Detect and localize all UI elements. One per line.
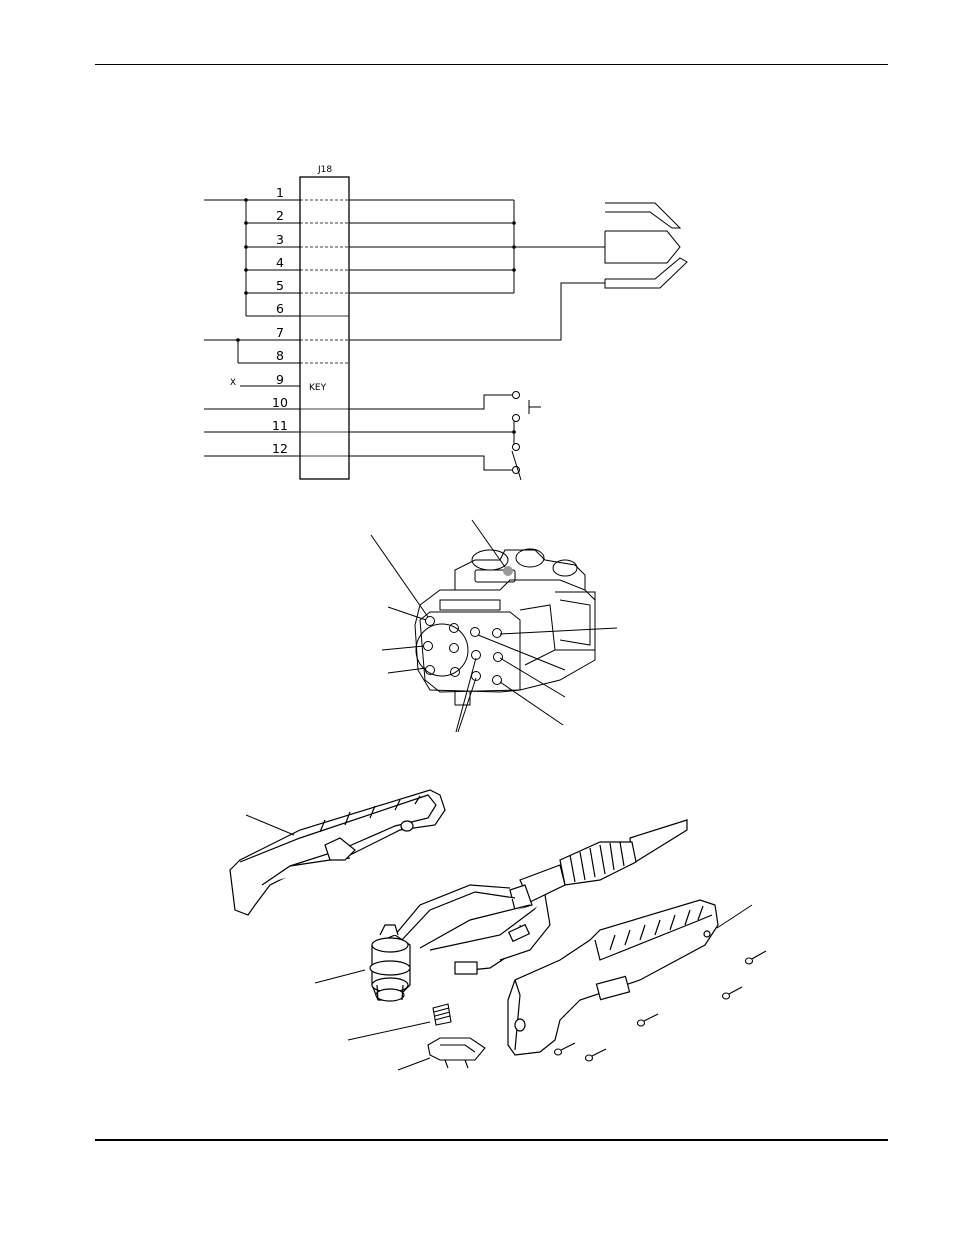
connector-label: J18 (317, 165, 332, 175)
key-label: KEY (309, 383, 327, 393)
screw-4 (553, 1042, 576, 1056)
screw-1 (744, 950, 767, 965)
pin-label-1: 1 (276, 185, 284, 200)
connector-leaders (370, 519, 618, 733)
pin-label-12: 12 (272, 441, 288, 456)
pin-label-8: 8 (276, 348, 284, 363)
screw-5 (584, 1048, 607, 1062)
pin-label-4: 4 (276, 255, 284, 270)
torch-cable (394, 819, 688, 975)
no-connect-mark: X (230, 378, 236, 388)
torch-left-shell (229, 789, 446, 916)
pin-numbers: 1 2 3 4 5 6 7 8 9 10 11 12 (272, 185, 288, 456)
j18-connector-body (299, 176, 350, 480)
pin-label-5: 5 (276, 278, 284, 293)
pin-label-2: 2 (276, 208, 284, 223)
leader-right-shell (716, 904, 753, 929)
pin-label-11: 11 (272, 418, 288, 433)
footer-rule (95, 1139, 888, 1141)
left-junctions (236, 198, 248, 342)
connector-latch-marker (503, 566, 513, 576)
spring-and-trigger (427, 1003, 486, 1069)
leader-trigger (397, 1057, 431, 1071)
torch-head (369, 924, 411, 1002)
pin-label-9: 9 (276, 372, 284, 387)
torch-symbol (604, 202, 688, 289)
leader-torch-head (314, 969, 366, 984)
pin-label-3: 3 (276, 232, 284, 247)
right-wiring (349, 199, 605, 471)
screw-3 (636, 1013, 659, 1027)
pin-label-7: 7 (276, 325, 284, 340)
screws (553, 950, 767, 1062)
screw-2 (721, 986, 743, 1000)
torch-right-shell (507, 899, 719, 1056)
header-rule (95, 64, 888, 65)
left-wiring (204, 199, 300, 457)
right-junctions (512, 221, 516, 434)
pin-separators-solid (300, 315, 349, 457)
pin-label-6: 6 (276, 301, 284, 316)
leader-left-shell (245, 814, 295, 836)
switch-symbols (511, 391, 541, 481)
pin-label-10: 10 (272, 395, 288, 410)
pin-separators (300, 199, 349, 364)
leader-spring (347, 1021, 431, 1041)
